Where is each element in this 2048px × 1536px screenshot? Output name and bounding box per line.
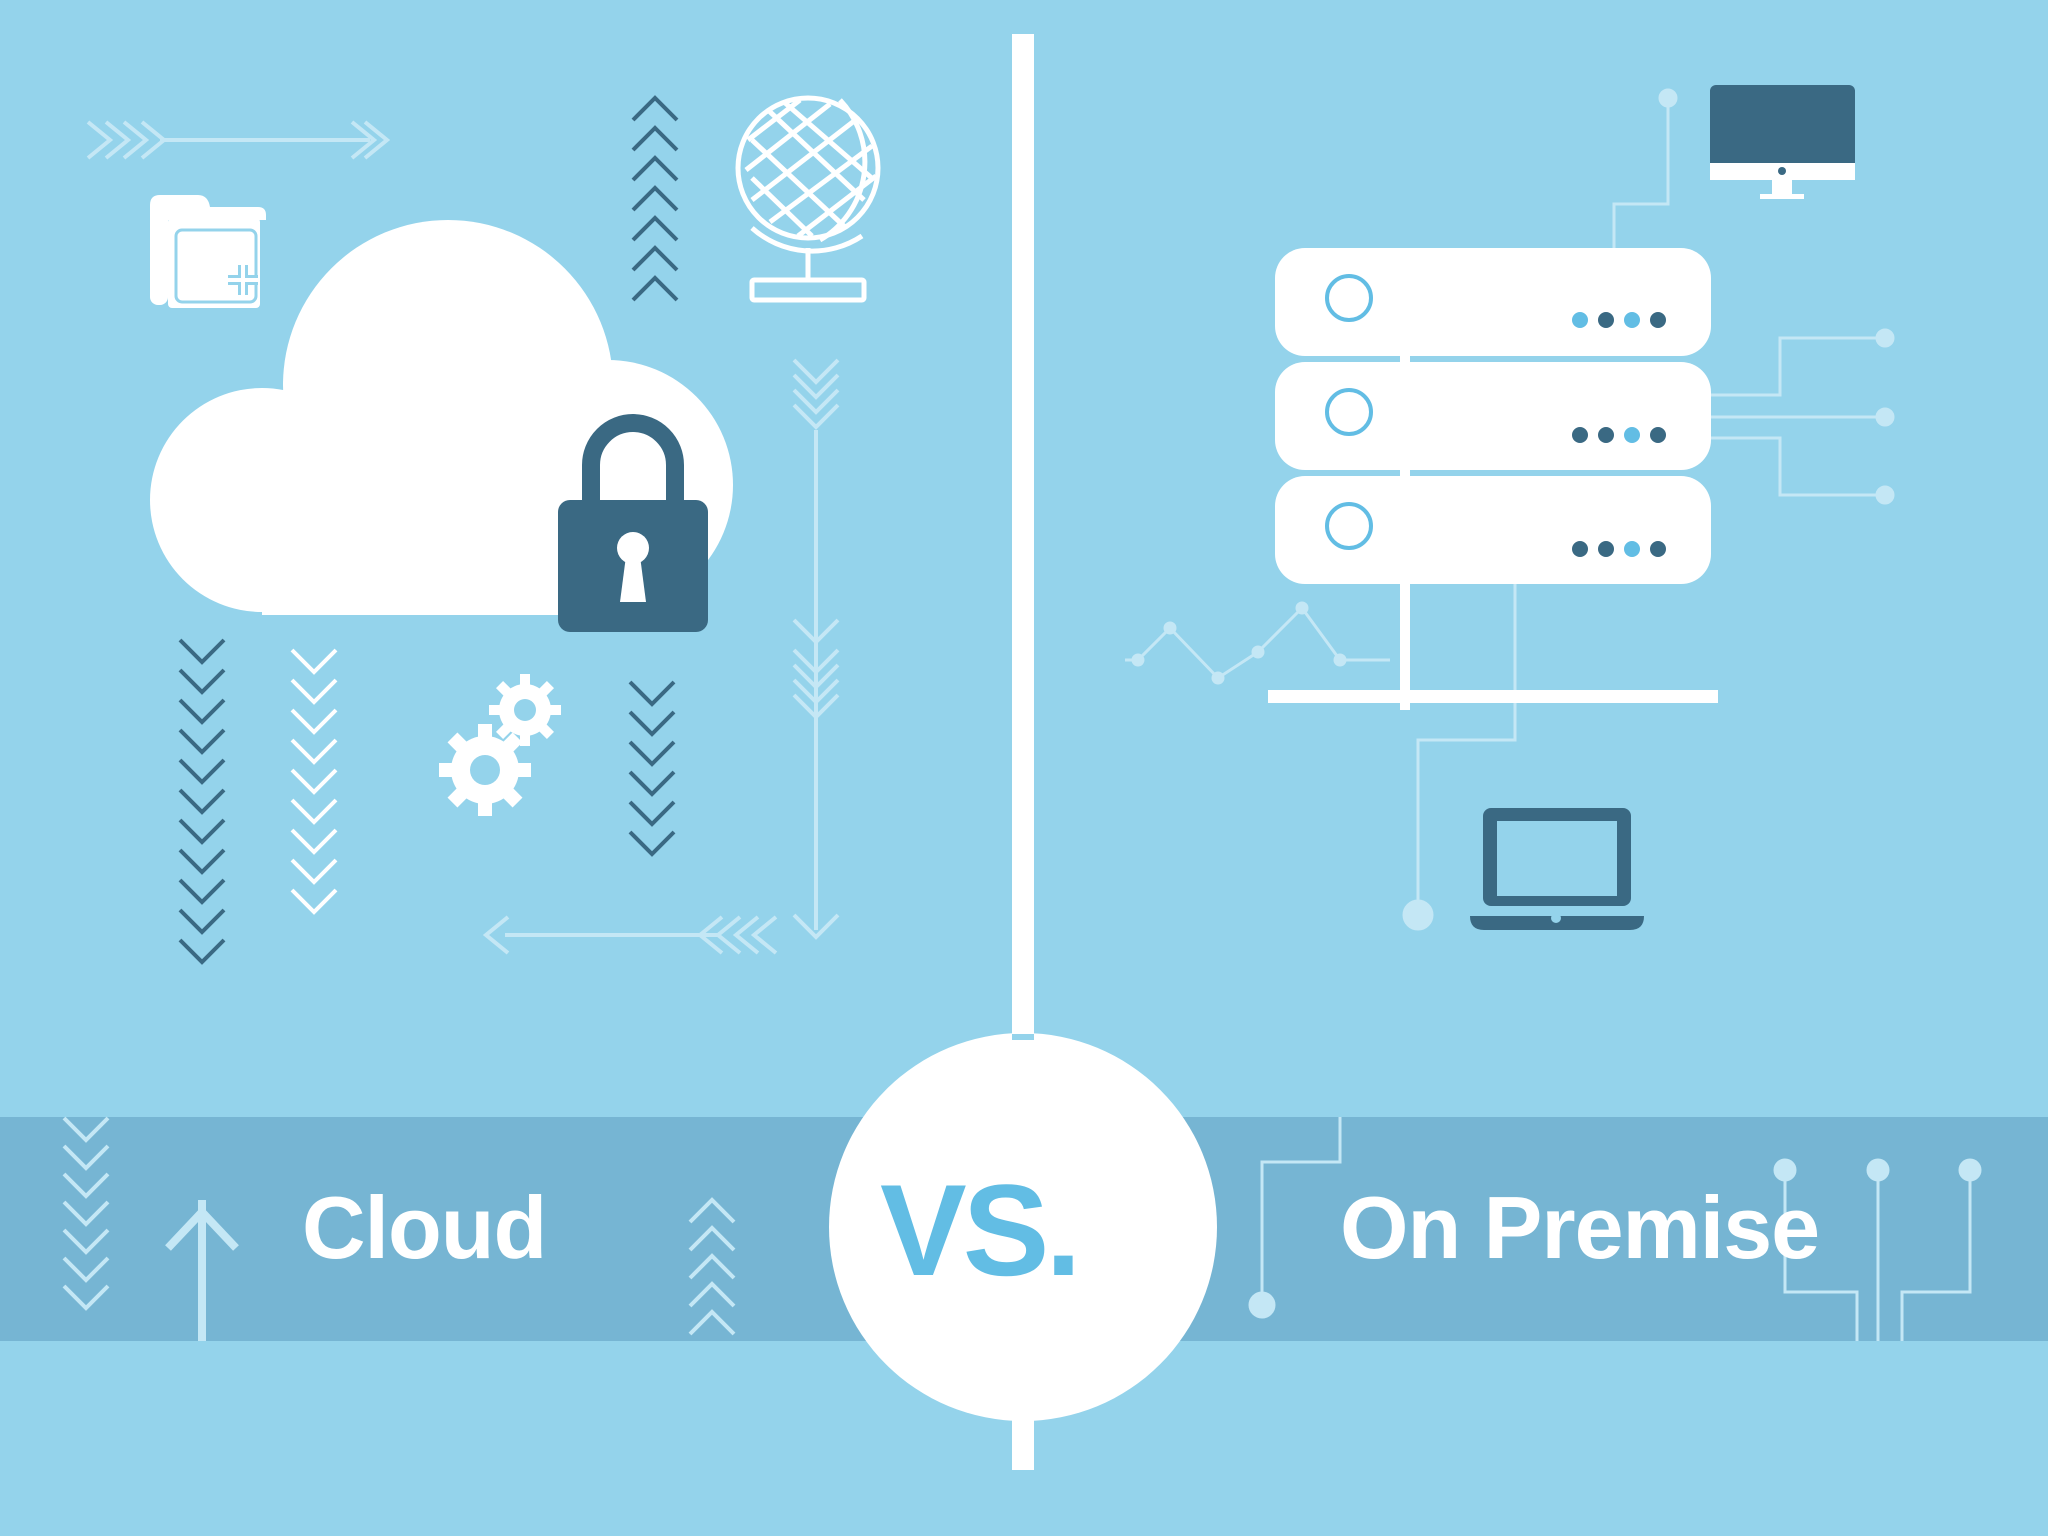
- chevron-icon: [290, 798, 338, 824]
- right-arrow-top: [86, 120, 389, 160]
- vs-circle: [829, 1033, 1217, 1421]
- chevron-icon: [178, 908, 226, 934]
- up-arrow-icon: [165, 1200, 239, 1341]
- band-circuit-lines: [1248, 1117, 1982, 1341]
- vs-label: VS.: [880, 1157, 1082, 1303]
- laptop-icon: [1470, 808, 1644, 930]
- chevron-icon: [628, 710, 676, 736]
- down-chevrons-left: [178, 638, 226, 964]
- chevron-icon: [178, 698, 226, 724]
- line-graph-icon: [1125, 601, 1390, 685]
- chevron-icon: [290, 768, 338, 794]
- chevron-icon: [290, 648, 338, 674]
- chevron-icon: [178, 848, 226, 874]
- server-rack-icon: [1268, 248, 1718, 710]
- chevron-icon: [628, 830, 676, 856]
- chevron-icon: [628, 680, 676, 706]
- center-divider-line-lower: [1012, 1410, 1034, 1470]
- chevron-icon: [628, 770, 676, 796]
- chevron-icon: [178, 818, 226, 844]
- chevron-icon: [178, 938, 226, 964]
- network-lines: [1402, 88, 1895, 931]
- on-premise-label: On Premise: [1340, 1178, 1820, 1277]
- chevron-icon: [178, 668, 226, 694]
- gears-icon: [439, 674, 561, 816]
- up-chevrons-column: [631, 96, 679, 302]
- chevron-icon: [178, 728, 226, 754]
- chevron-icon: [290, 708, 338, 734]
- center-divider-line: [1012, 34, 1034, 1044]
- chevron-icon: [290, 888, 338, 914]
- folder-add-icon: [150, 195, 266, 308]
- globe-icon: [735, 95, 881, 303]
- chevron-icon: [290, 828, 338, 854]
- chevron-icon: [178, 638, 226, 664]
- chevron-icon: [290, 678, 338, 704]
- padlock-icon: [558, 414, 708, 632]
- cloud-label: Cloud: [302, 1178, 547, 1277]
- chevron-icon: [628, 800, 676, 826]
- chevron-icon: [290, 738, 338, 764]
- chevron-icon: [178, 788, 226, 814]
- chevron-icon: [178, 758, 226, 784]
- chevron-icon: [290, 858, 338, 884]
- chevron-icon: [178, 878, 226, 904]
- chevron-icon: [628, 740, 676, 766]
- monitor-icon: [1710, 85, 1855, 199]
- down-chevrons-right: [628, 680, 676, 856]
- down-arrow-path: [484, 358, 840, 955]
- down-chevrons-mid: [290, 648, 338, 914]
